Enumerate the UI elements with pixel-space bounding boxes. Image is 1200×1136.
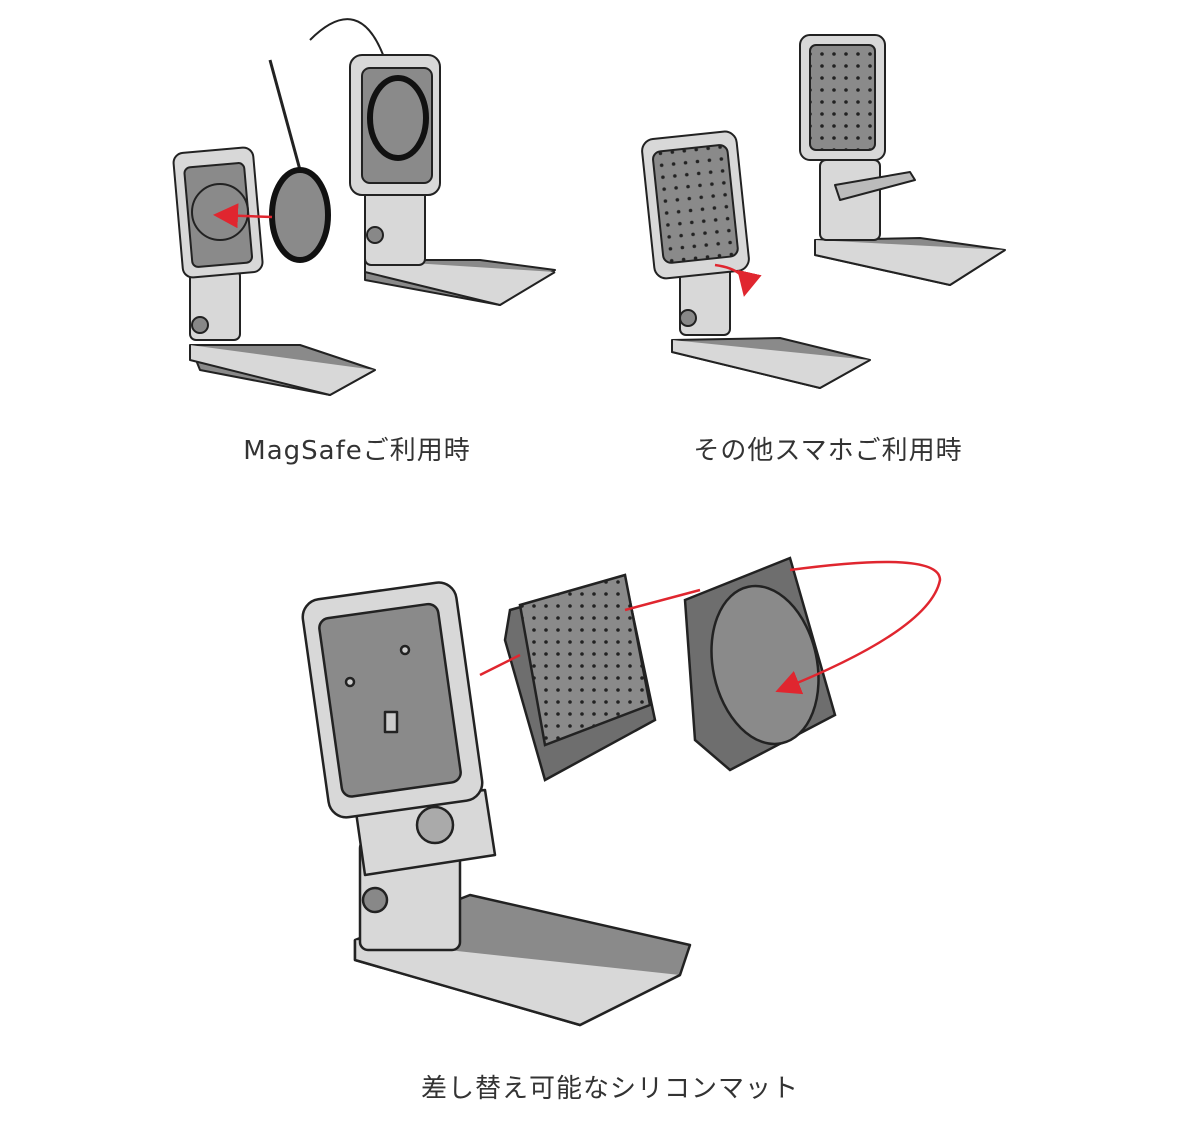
silicone-mat-magsafe	[683, 556, 837, 772]
stand-large-exploded	[301, 581, 692, 1027]
caption-other-phone: その他スマホご利用時	[693, 436, 963, 466]
stand-magsafe-attached	[309, 18, 556, 306]
stand-magsafe-front	[172, 146, 376, 396]
magsafe-charger	[213, 59, 331, 263]
caption-silicone-mat: 差し替え可能なシリコンマット	[420, 1074, 800, 1104]
silicone-mat-dotted	[503, 573, 657, 782]
stand-silicone-front	[641, 130, 871, 389]
stand-silicone-with-holder	[799, 34, 1006, 286]
swap-arrow	[479, 560, 942, 695]
caption-magsafe: MagSafeご利用時	[243, 436, 471, 466]
